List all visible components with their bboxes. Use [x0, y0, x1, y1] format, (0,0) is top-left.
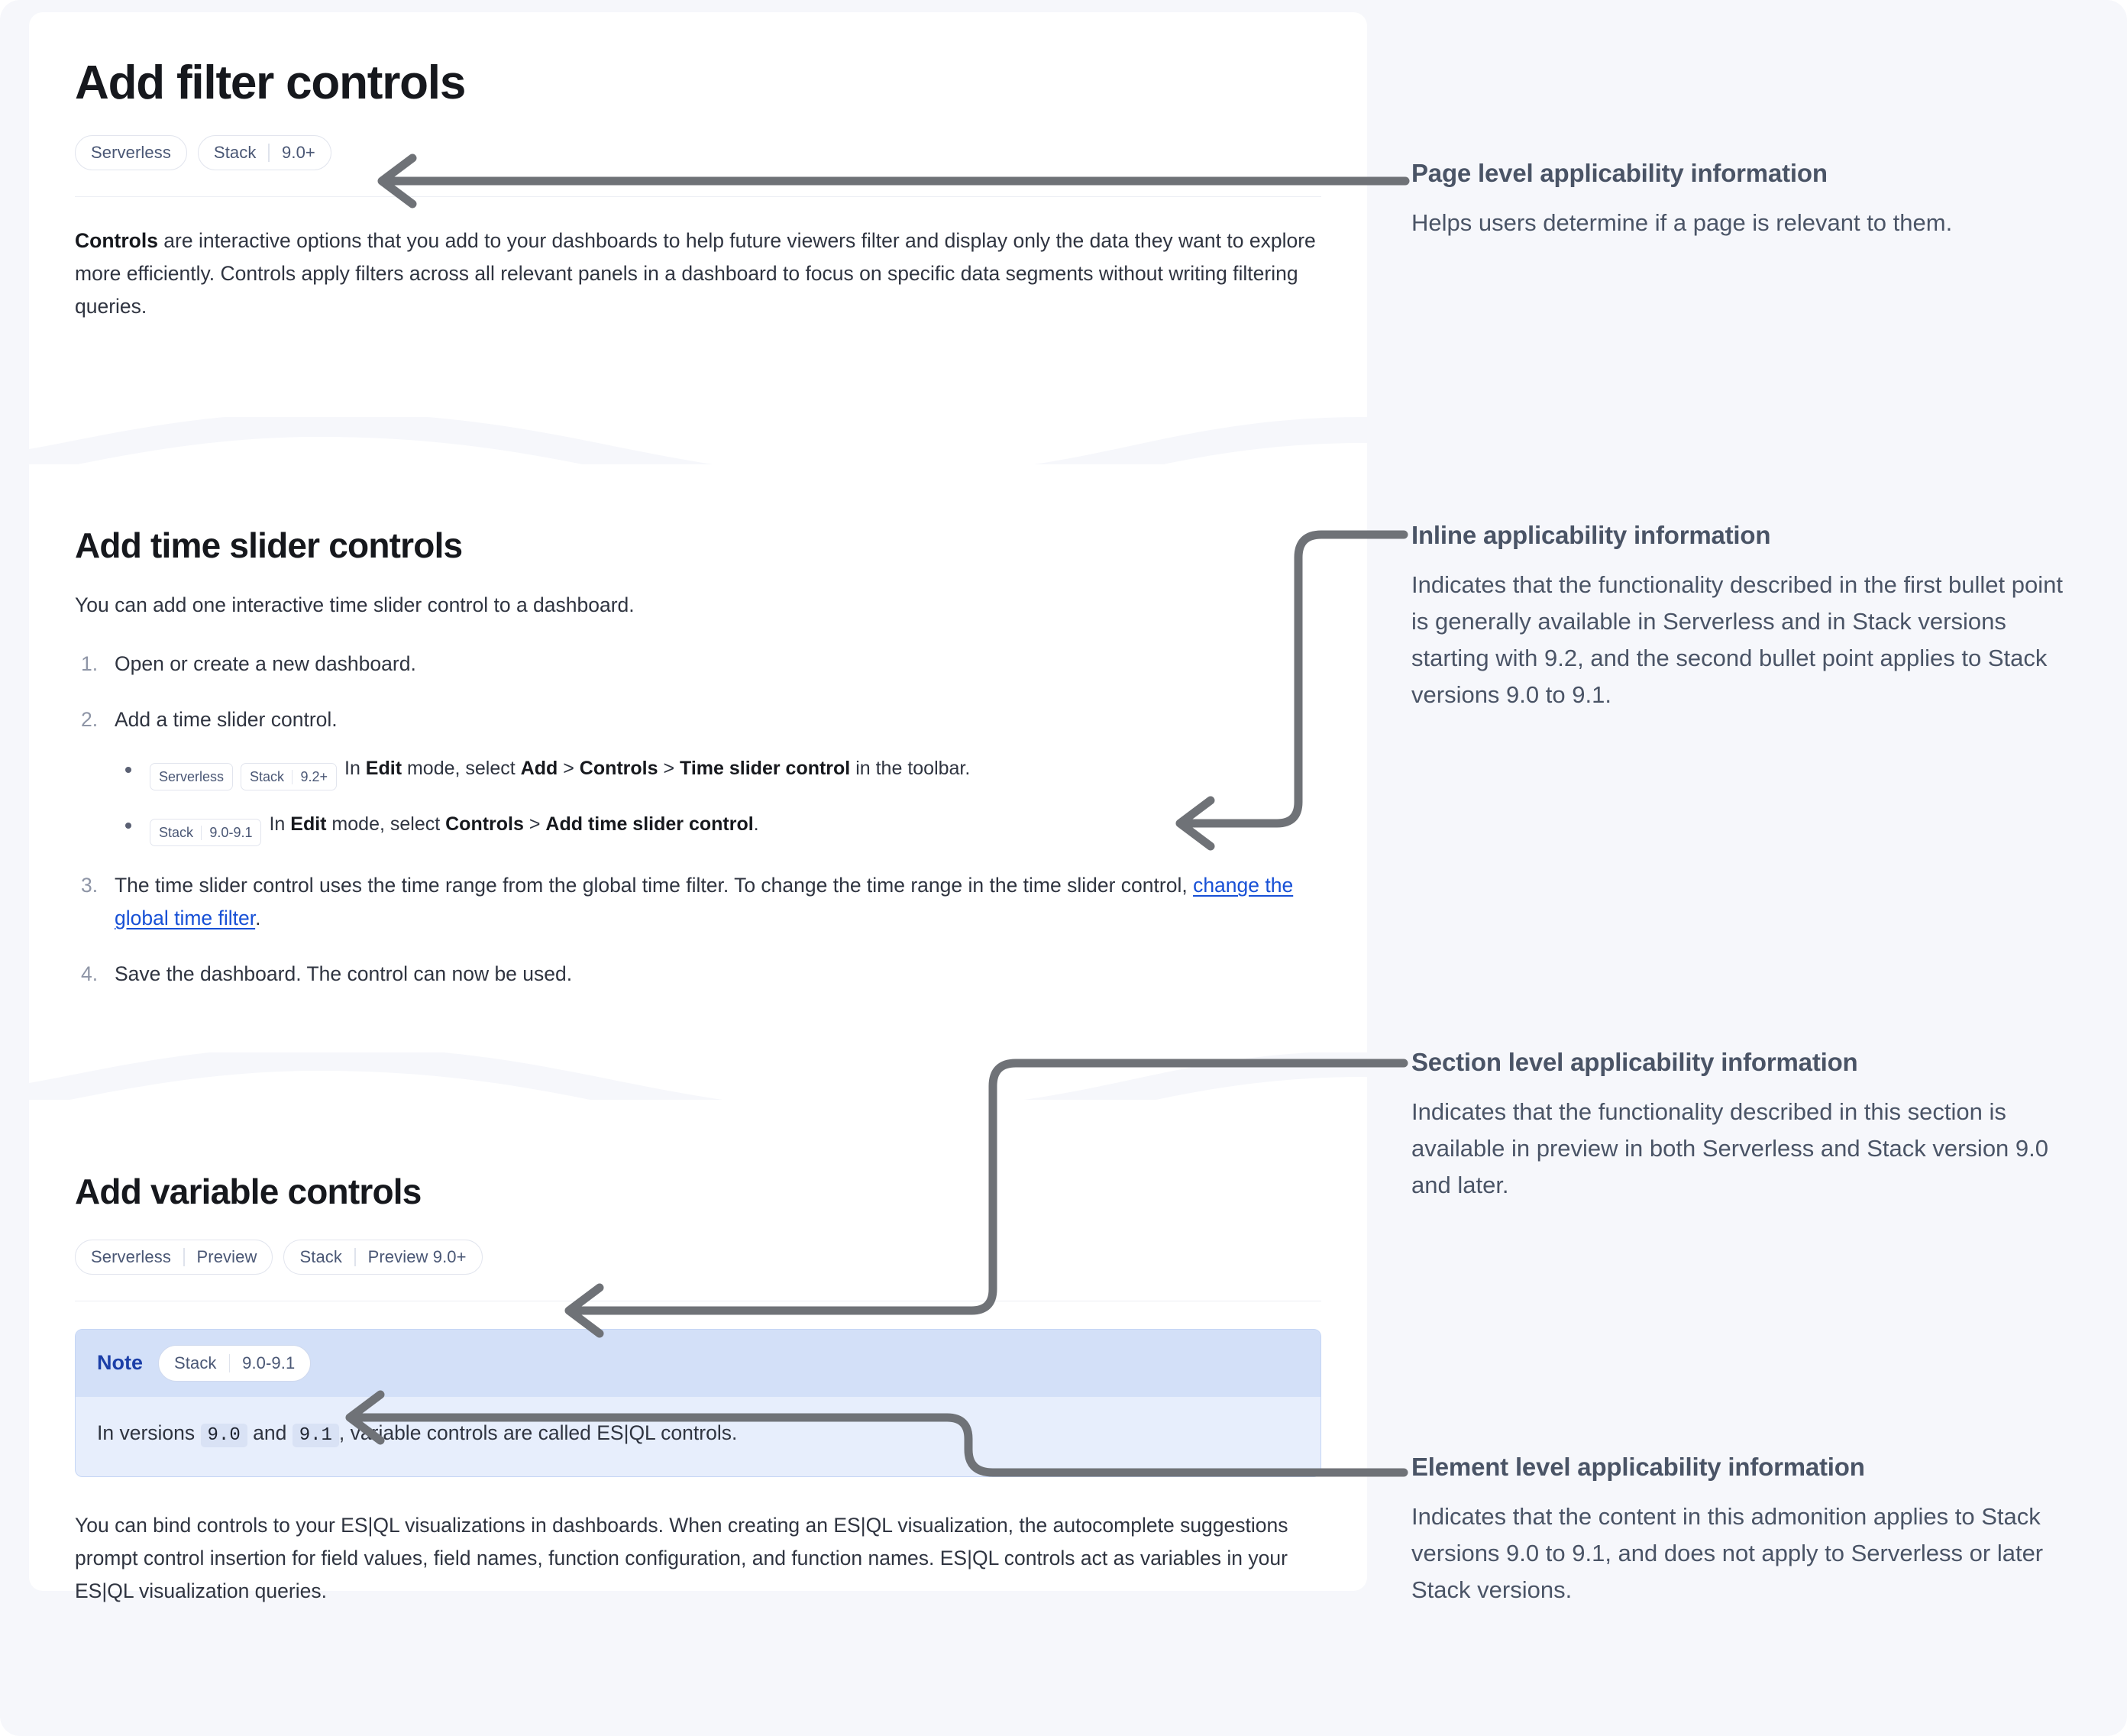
section-applicability-badges: Serverless Preview Stack Preview 9.0+ — [75, 1239, 1321, 1275]
badge-segment-product: Stack — [159, 825, 194, 841]
variable-controls-section: Add variable controls Serverless Preview… — [75, 1172, 1321, 1608]
badge-segment-product: Stack — [250, 768, 285, 784]
step-item: Save the dashboard. The control can now … — [75, 958, 1321, 991]
section-title-variable-controls: Add variable controls — [75, 1172, 422, 1211]
note-applicability-pill-stack[interactable]: Stack 9.0-9.1 — [158, 1344, 312, 1382]
annotation-inline: Inline applicability information Indicat… — [1411, 521, 2068, 713]
step-text: Open or create a new dashboard. — [115, 651, 416, 675]
annotation-element-level: Element level applicability information … — [1411, 1453, 2068, 1608]
step-item: Add a time slider control. Serverless St… — [75, 703, 1321, 847]
applicability-pill-serverless[interactable]: Serverless — [75, 135, 187, 171]
note-text-1: In versions — [97, 1421, 201, 1444]
annotation-title: Element level applicability information — [1411, 1453, 1865, 1481]
bullet-separator: > — [558, 757, 580, 779]
pill-segment-lifecycle-version: Preview 9.0+ — [367, 1246, 467, 1266]
pill-divider — [228, 1353, 231, 1372]
time-slider-intro: You can add one interactive time slider … — [75, 593, 635, 616]
step-text-before-link: The time slider control uses the time ra… — [115, 874, 1194, 897]
bullet-separator: > — [523, 813, 546, 836]
inline-code-version-90: 9.0 — [200, 1423, 247, 1447]
applicability-pill-stack[interactable]: Stack 9.0+ — [197, 135, 331, 171]
variable-controls-paragraph: You can bind controls to your ES|QL visu… — [75, 1514, 1288, 1603]
bullet-bold-edit: Edit — [365, 757, 402, 779]
documentation-column: Add filter controls Serverless Stack 9.0… — [29, 12, 1367, 1602]
badge-segment-version: 9.2+ — [300, 768, 328, 784]
section-title-time-slider: Add time slider controls — [75, 525, 463, 565]
note-admonition: Note Stack 9.0-9.1 In versions 9.0 and 9… — [75, 1328, 1321, 1478]
intro-section: Add filter controls Serverless Stack 9.0… — [75, 57, 1321, 323]
doc-card-intro — [29, 12, 1367, 417]
annotation-section-level: Section level applicability information … — [1411, 1048, 2068, 1204]
note-header: Note Stack 9.0-9.1 — [76, 1329, 1320, 1397]
badge-divider — [292, 769, 293, 784]
inline-badge-stack[interactable]: Stack 9.0-9.1 — [150, 819, 262, 847]
step-item: Open or create a new dashboard. — [75, 648, 1321, 680]
time-slider-section: Add time slider controls You can add one… — [75, 525, 1321, 1013]
annotation-body: Indicates that the functionality describ… — [1411, 571, 2063, 709]
pill-segment-lifecycle: Preview — [196, 1246, 257, 1266]
badge-divider — [201, 825, 202, 840]
step-item: The time slider control uses the time ra… — [75, 869, 1321, 935]
annotation-page-level: Page level applicability information Hel… — [1411, 159, 2068, 241]
pill-divider — [354, 1247, 356, 1266]
badge-segment-product: Serverless — [159, 768, 225, 784]
bullet-text-pre: In — [269, 813, 291, 836]
bullet-bold-add-time-slider-control: Add time slider control — [545, 813, 754, 836]
applicability-pill-serverless-preview[interactable]: Serverless Preview — [75, 1239, 273, 1275]
bullet-bold-time-slider-control: Time slider control — [680, 757, 851, 779]
global-time-filter-link[interactable]: change the global time filter — [115, 874, 1294, 930]
bullet-text-pre: In — [344, 757, 366, 779]
pill-segment-product: Stack — [299, 1246, 342, 1266]
time-slider-steps: Open or create a new dashboard. Add a ti… — [75, 648, 1321, 991]
note-label: Note — [97, 1351, 143, 1375]
step-text: Save the dashboard. The control can now … — [115, 962, 573, 986]
annotation-title: Inline applicability information — [1411, 521, 1771, 549]
page-applicability-badges: Serverless Stack 9.0+ — [75, 135, 1321, 171]
bullet-bold-controls: Controls — [445, 813, 524, 836]
annotation-title: Section level applicability information — [1411, 1048, 1858, 1076]
bullet-bold-controls: Controls — [579, 757, 658, 779]
bullet-bold-edit: Edit — [290, 813, 327, 836]
applicability-pill-stack-preview[interactable]: Stack Preview 9.0+ — [283, 1239, 483, 1275]
inline-badge-serverless[interactable]: Serverless — [150, 763, 234, 791]
inline-badge-stack[interactable]: Stack 9.2+ — [241, 763, 337, 791]
intro-divider — [75, 196, 1321, 198]
bullet-text-post: in the toolbar. — [850, 757, 971, 779]
list-item: Serverless Stack 9.2+ In Edit mode, sele… — [115, 753, 1321, 791]
pill-segment-version: 9.0+ — [282, 143, 315, 163]
intro-lead-term: Controls — [75, 229, 158, 253]
pill-segment-version: 9.0-9.1 — [242, 1353, 296, 1372]
inline-code-version-91: 9.1 — [292, 1423, 339, 1447]
badge-segment-version: 9.0-9.1 — [209, 825, 253, 841]
intro-rest-text: are interactive options that you add to … — [75, 229, 1316, 318]
annotation-title: Page level applicability information — [1411, 159, 1828, 187]
annotation-body: Helps users determine if a page is relev… — [1411, 209, 1953, 236]
step-sub-bullets: Serverless Stack 9.2+ In Edit mode, sele… — [115, 753, 1321, 847]
list-item: Stack 9.0-9.1 In Edit mode, select Contr… — [115, 809, 1321, 847]
pill-segment-product: Stack — [174, 1353, 217, 1372]
bullet-bold-add: Add — [520, 757, 558, 779]
pill-segment-product: Serverless — [91, 1246, 171, 1266]
bullet-separator: > — [658, 757, 680, 779]
bullet-text-post: . — [753, 813, 759, 836]
note-body: In versions 9.0 and 9.1, variable contro… — [76, 1397, 1320, 1476]
pill-divider — [268, 144, 270, 163]
pill-segment-product: Stack — [213, 143, 257, 163]
note-text-2: and — [247, 1421, 293, 1444]
bullet-text-mid: mode, select — [402, 757, 521, 779]
step-text: Add a time slider control. — [115, 707, 338, 731]
annotation-body: Indicates that the functionality describ… — [1411, 1098, 2049, 1199]
intro-paragraph: Controls are interactive options that yo… — [75, 225, 1321, 323]
step-text-after-link: . — [255, 907, 261, 930]
pill-divider — [183, 1247, 185, 1266]
page-title: Add filter controls — [75, 57, 466, 109]
pill-segment-product: Serverless — [91, 143, 171, 163]
bullet-text-mid: mode, select — [326, 813, 446, 836]
annotation-body: Indicates that the content in this admon… — [1411, 1503, 2044, 1604]
note-text-3: , variable controls are called ES|QL con… — [338, 1421, 738, 1444]
